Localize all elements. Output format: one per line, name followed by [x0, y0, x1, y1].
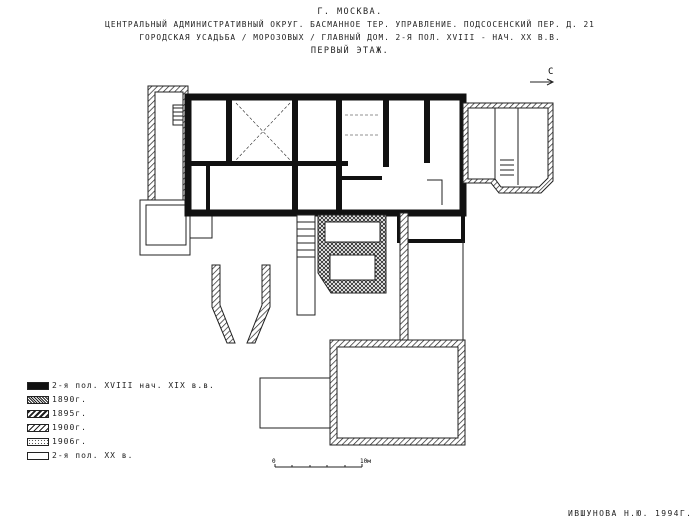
legend-label: 1900г.	[52, 423, 87, 432]
legend-item: 1890г.	[27, 395, 87, 404]
author-signature: Ившунова Н.Ю. 1994г.	[568, 509, 693, 518]
legend-item: 2-я пол. XX в.	[27, 451, 133, 460]
legend-label: 2-я пол. XX в.	[52, 451, 134, 460]
legend-swatch-hatch	[27, 423, 49, 432]
legend-item: 2-я пол. XVIII нач. XIX в.в.	[27, 381, 215, 390]
scale-start: 0	[272, 458, 276, 465]
front-wings	[211, 264, 271, 344]
scale-end: 10м	[360, 458, 371, 465]
rear-additions	[259, 212, 466, 446]
title-line2: Городская усадьба / Морозовых / Главный …	[139, 33, 561, 42]
legend-swatch-solid	[27, 381, 49, 390]
legend-item: 1895г.	[27, 409, 87, 418]
legend-swatch-dotted	[27, 437, 49, 446]
legend-swatch-empty	[27, 451, 49, 460]
scale-bar	[274, 464, 363, 468]
left-annex	[139, 85, 213, 256]
legend-label: 1890г.	[52, 395, 87, 404]
title-city: г. Москва.	[317, 7, 383, 17]
legend-item: 1906г.	[27, 437, 87, 446]
legend-swatch-cross	[27, 395, 49, 404]
title-line1: Центральный административный округ. Басм…	[105, 20, 595, 29]
legend-label: 2-я пол. XVIII нач. XIX в.в.	[52, 381, 215, 390]
north-label: С	[548, 67, 553, 77]
legend-label: 1895г.	[52, 409, 87, 418]
right-annex	[462, 102, 554, 194]
legend-item: 1900г.	[27, 423, 87, 432]
title-floor: Первый этаж.	[310, 46, 390, 56]
north-arrow-icon	[530, 78, 555, 86]
legend-label: 1906г.	[52, 437, 87, 446]
legend-swatch-hatch-dense	[27, 409, 49, 418]
